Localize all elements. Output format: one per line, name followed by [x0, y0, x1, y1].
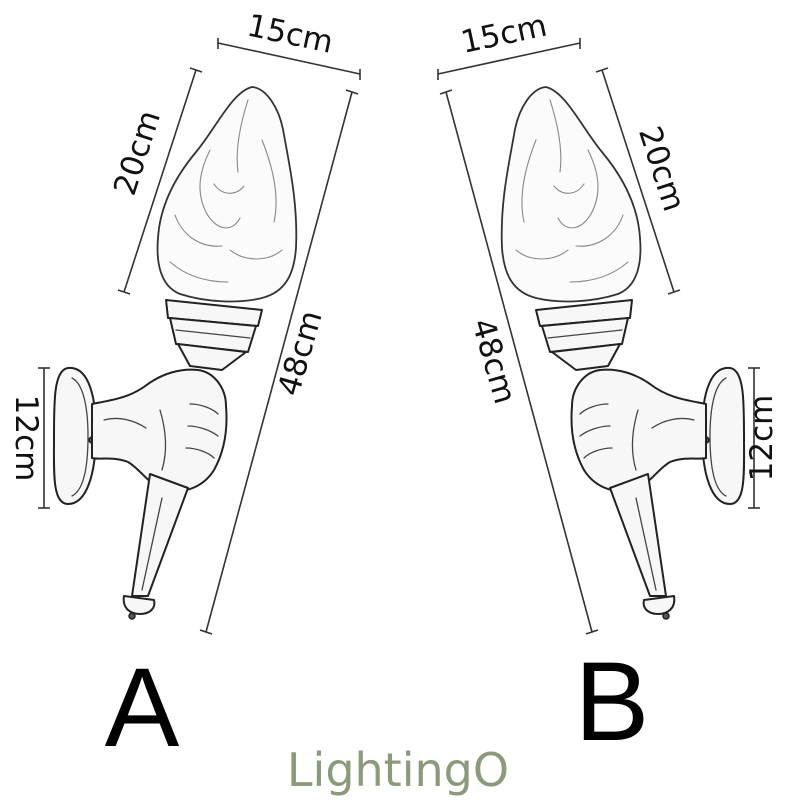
lamp-b-dimension-lines — [437, 38, 760, 635]
lamp-b-flame-height-label: 20cm — [631, 122, 692, 216]
lamp-a-drawing — [52, 86, 298, 620]
lamp-a-total-length-label: 48cm — [271, 307, 330, 400]
lamp-b-total-length-label: 48cm — [464, 315, 523, 408]
brand-logo-text: LightingO — [287, 743, 509, 797]
variant-b-label: B — [575, 639, 650, 764]
lamp-a-base-height-label: 12cm — [8, 395, 44, 482]
lamp-b-drawing — [500, 86, 746, 620]
lamp-a-dimension-lines — [38, 38, 361, 635]
lamp-a-width-label: 15cm — [244, 8, 336, 61]
variant-a-label: A — [105, 645, 180, 770]
lamp-b-base-height-label: 12cm — [744, 395, 780, 482]
